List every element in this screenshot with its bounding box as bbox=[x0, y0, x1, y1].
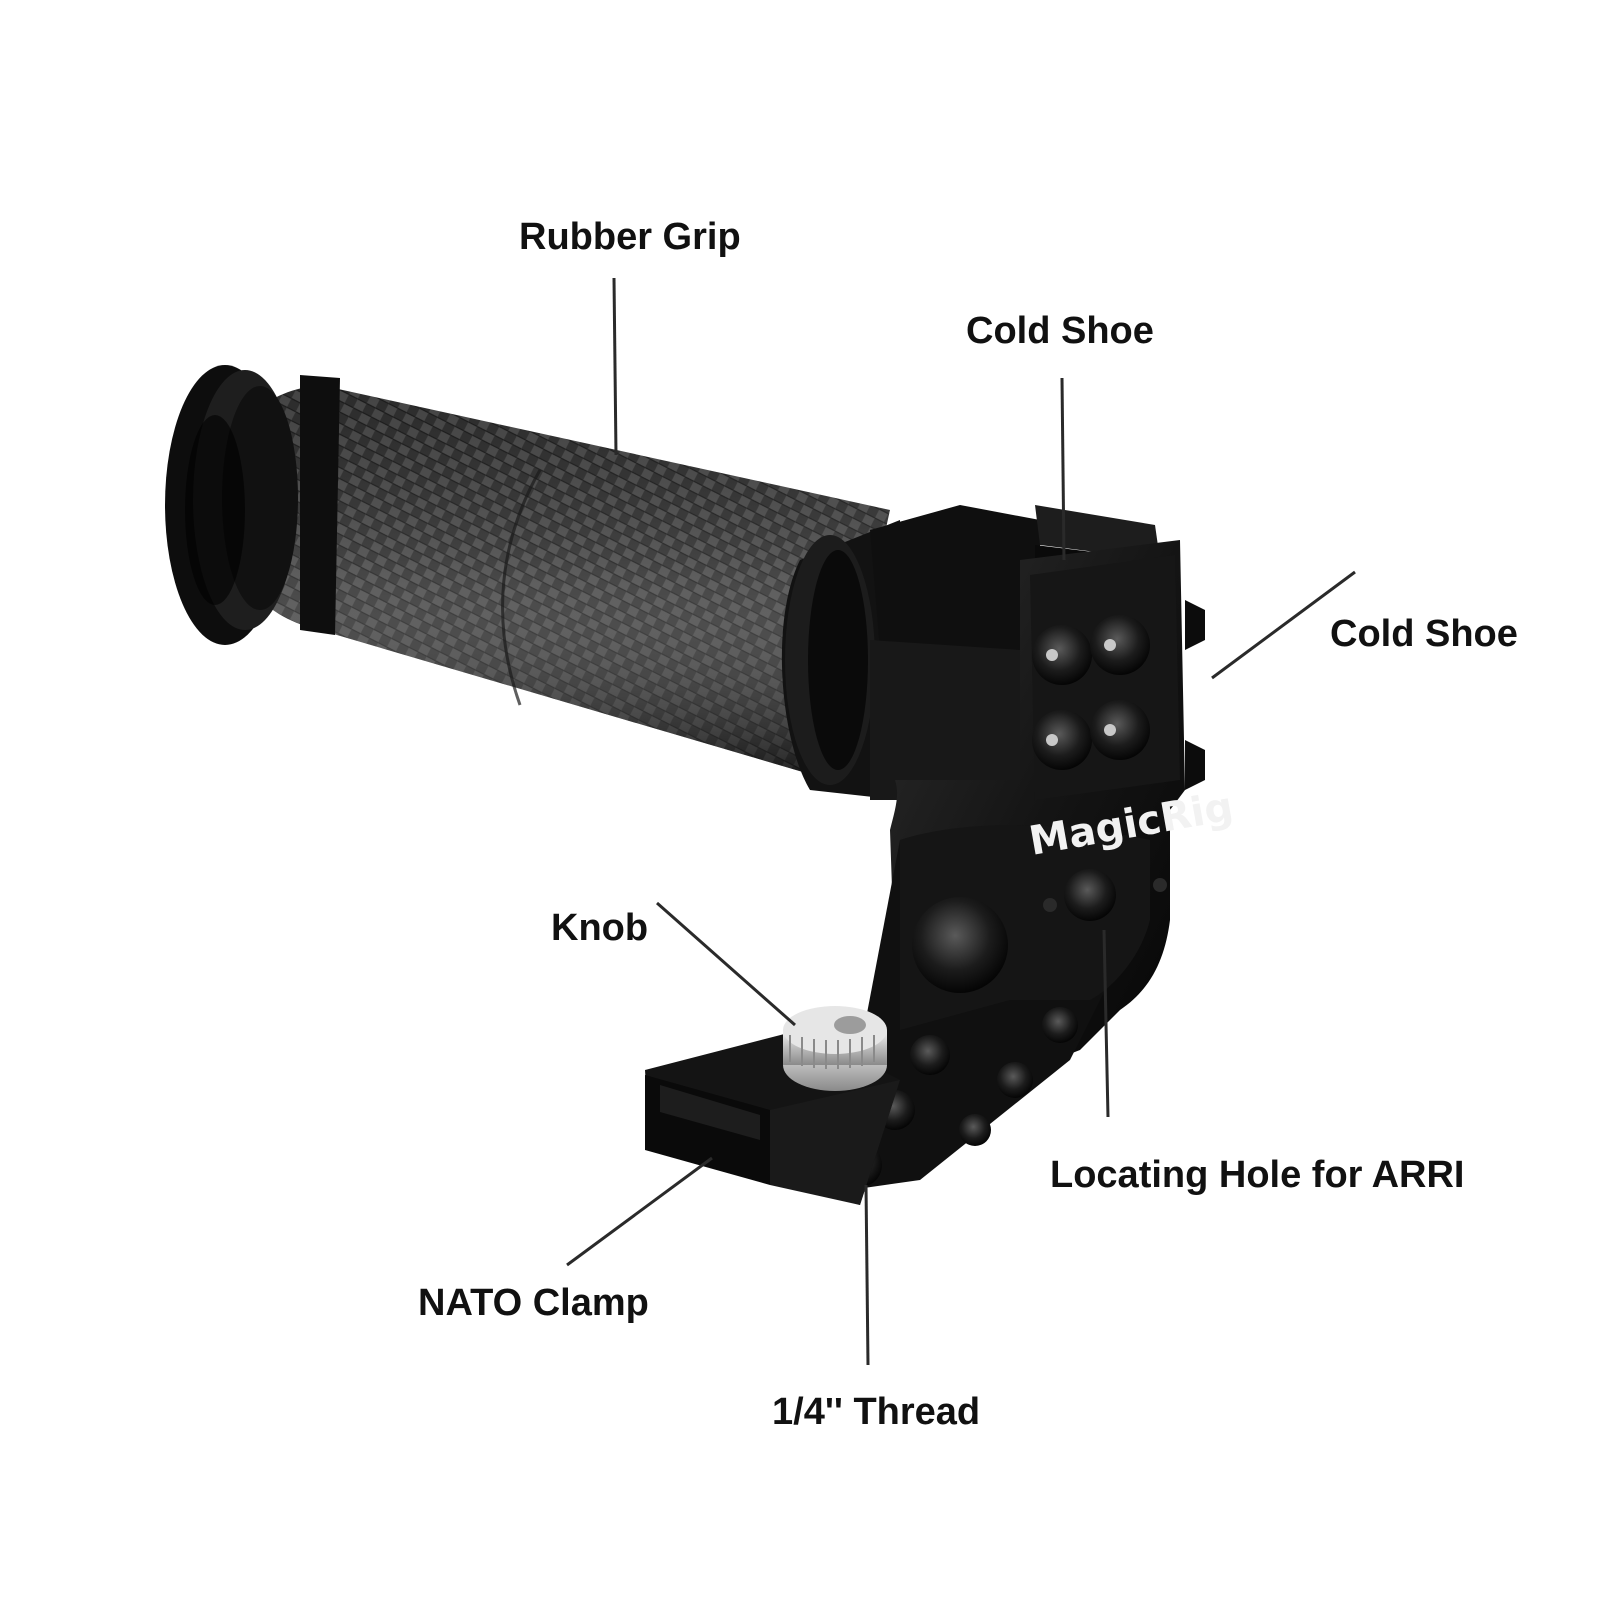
lower-bracket bbox=[838, 825, 1167, 1190]
leader-line-cold-shoe-top bbox=[1060, 377, 1066, 561]
rubber-grip-body bbox=[230, 385, 890, 780]
leader-line-knob bbox=[656, 901, 796, 1027]
callout-cold-shoe-side: Cold Shoe bbox=[1330, 613, 1518, 655]
leader-lines bbox=[566, 277, 1356, 1366]
callout-rubber-grip: Rubber Grip bbox=[519, 216, 741, 258]
leader-line-nato-clamp bbox=[566, 1156, 713, 1267]
callout-nato-clamp: NATO Clamp bbox=[418, 1282, 649, 1324]
end-cap bbox=[165, 365, 340, 645]
knob-illustration bbox=[783, 1006, 887, 1091]
leader-line-thread bbox=[864, 1184, 870, 1366]
callout-thread: 1/4'' Thread bbox=[772, 1391, 981, 1433]
callout-cold-shoe-top: Cold Shoe bbox=[966, 310, 1154, 352]
leader-line-rubber-grip bbox=[612, 277, 618, 456]
callout-locating-hole: Locating Hole for ARRI bbox=[1050, 1154, 1465, 1196]
leader-line-locating-hole bbox=[1102, 929, 1110, 1118]
leader-line-cold-shoe-side bbox=[1211, 570, 1356, 680]
callout-knob: Knob bbox=[551, 907, 649, 949]
screw-holes bbox=[1032, 615, 1150, 770]
